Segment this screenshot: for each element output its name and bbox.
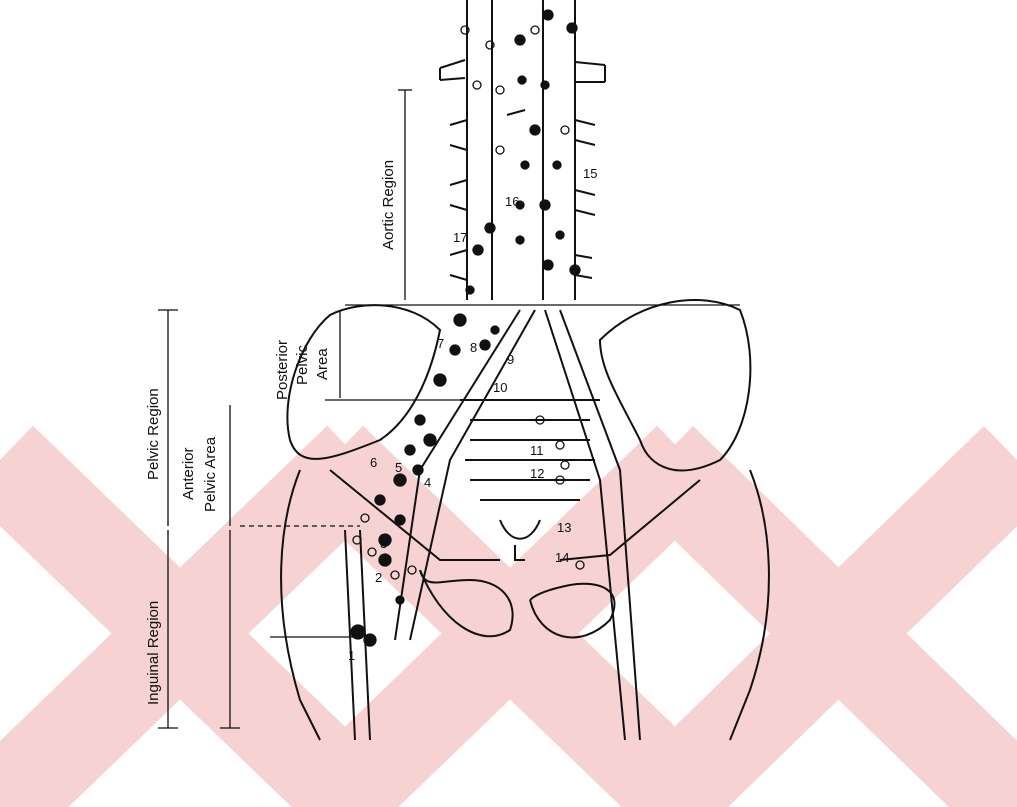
node-label-4: 4 [424, 475, 431, 490]
node-label-15: 15 [583, 166, 597, 181]
posterior-pelvic-label-1: Posterior [274, 340, 291, 400]
node-label-2: 2 [375, 570, 382, 585]
node-label-10: 10 [493, 380, 507, 395]
node-label-3: 3 [380, 536, 387, 551]
node-label-9: 9 [507, 352, 514, 367]
anterior-pelvic-label-1: Anterior [180, 447, 197, 500]
node-label-13: 13 [557, 520, 571, 535]
node-label-11: 11 [530, 443, 544, 458]
pelvic-region-label: Pelvic Region [145, 388, 162, 480]
node-label-6: 6 [370, 455, 377, 470]
node-label-7: 7 [437, 336, 444, 351]
node-label-5: 5 [395, 460, 402, 475]
posterior-pelvic-label-2: Pelvic [294, 344, 311, 385]
node-label-17: 17 [453, 230, 467, 245]
node-label-1: 1 [348, 648, 355, 663]
node-label-12: 12 [530, 466, 544, 481]
anterior-pelvic-label-2: Pelvic Area [202, 436, 219, 512]
node-label-16: 16 [505, 194, 519, 209]
posterior-pelvic-label-3: Area [314, 348, 331, 380]
node-label-14: 14 [555, 550, 569, 565]
node-label-8: 8 [470, 340, 477, 355]
inguinal-region-label: Inguinal Region [145, 601, 162, 705]
aortic-region-label: Aortic Region [380, 160, 397, 250]
